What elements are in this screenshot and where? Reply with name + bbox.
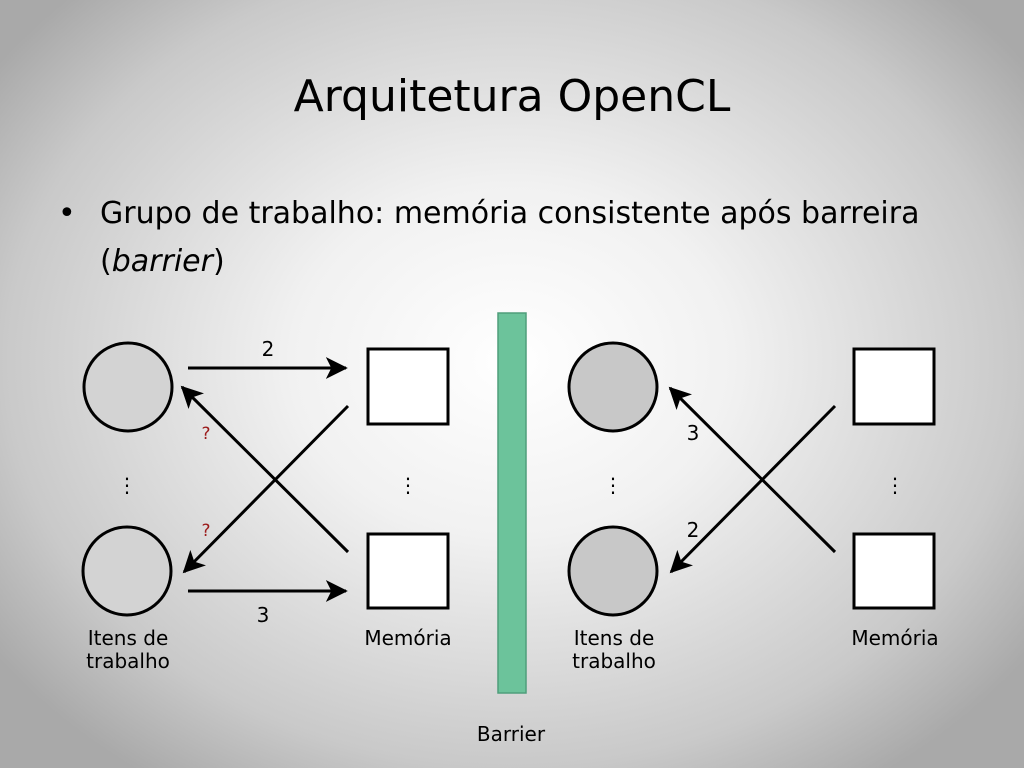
left-work-items-label-line1: Itens de <box>88 626 169 650</box>
bullet-text: Grupo de trabalho: memória consistente a… <box>100 190 1000 286</box>
left-cross-arrow-to-bottom-item <box>182 404 350 574</box>
left-work-item-bottom-circle <box>81 525 173 617</box>
right-memory-ellipsis: ⋮ <box>885 473 905 497</box>
right-cross-arrow-to-bottom-item <box>669 404 837 574</box>
left-cross-arrow-to-top-item <box>180 385 350 554</box>
left-work-items-label-line2: trabalho <box>86 649 170 673</box>
right-memory-label: Memória <box>851 626 938 650</box>
left-arrow-top-label: 2 <box>262 337 275 361</box>
left-work-item-top-circle <box>82 341 174 433</box>
left-memory-label: Memória <box>364 626 451 650</box>
right-work-items-ellipsis: ⋮ <box>603 473 623 497</box>
right-work-items-label-line2: trabalho <box>572 649 656 673</box>
left-question-top: ? <box>201 424 210 444</box>
bullet-text-main: Grupo de trabalho: memória consistente a… <box>100 196 920 279</box>
left-work-items-ellipsis: ⋮ <box>117 473 137 497</box>
right-work-items-label-line1: Itens de <box>574 626 655 650</box>
right-work-item-top-circle <box>567 341 659 433</box>
right-cross-arrow-to-top-item <box>668 386 837 554</box>
barrier-label: Barrier <box>477 722 546 746</box>
right-memory-bottom-box <box>852 532 936 610</box>
right-arrow-upper-label: 3 <box>687 421 700 445</box>
left-memory-bottom-box <box>366 532 450 610</box>
left-memory-top-box <box>366 347 450 426</box>
barrier-bar <box>497 312 527 694</box>
bullet-marker: • <box>58 196 76 231</box>
left-question-bottom: ? <box>201 521 210 541</box>
right-work-item-bottom-circle <box>567 525 659 617</box>
bullet-text-end: ) <box>212 244 225 279</box>
bullet-text-italic: barrier <box>111 244 213 279</box>
left-memory-ellipsis: ⋮ <box>398 473 418 497</box>
right-memory-top-box <box>852 347 936 426</box>
left-arrow-bottom-label: 3 <box>257 603 270 627</box>
slide-title: Arquitetura OpenCL <box>293 71 731 122</box>
right-arrow-lower-label: 2 <box>687 518 700 542</box>
